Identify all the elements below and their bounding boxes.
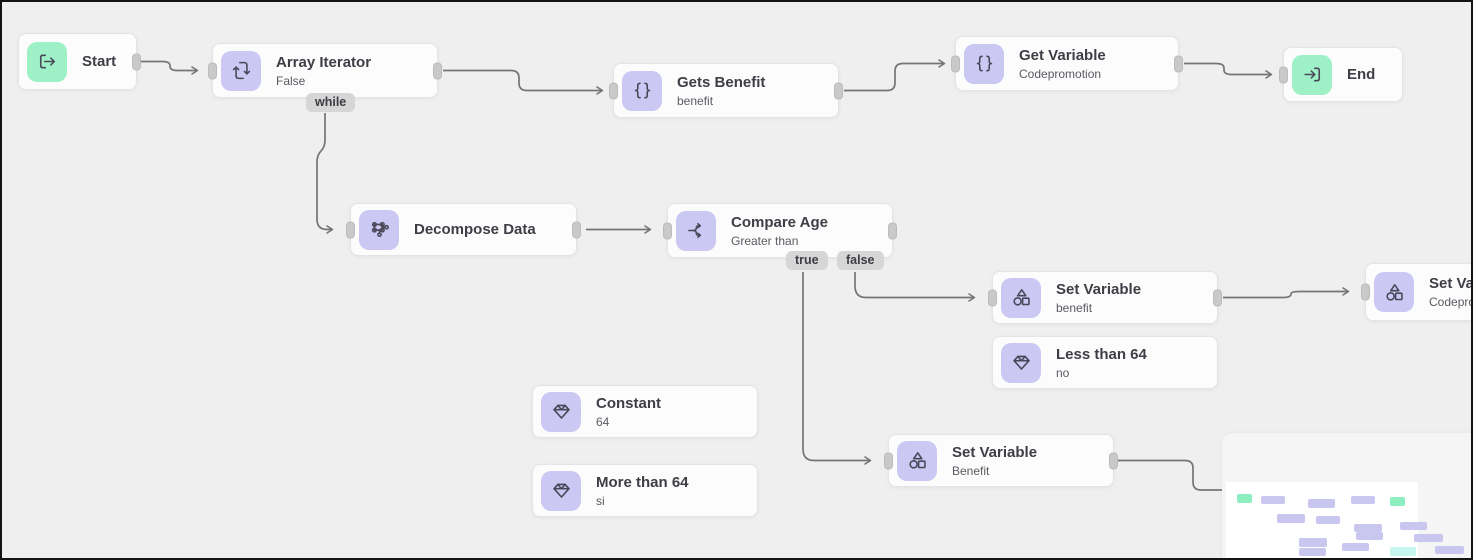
edge-while-decompose[interactable] — [316, 113, 334, 234]
source-handle[interactable] — [572, 221, 581, 238]
source-handle[interactable] — [1213, 289, 1222, 306]
node-set-variable-benefit-2[interactable]: Set Variable Benefit — [884, 434, 1118, 487]
minimap-node — [1390, 497, 1405, 506]
minimap[interactable] — [1222, 433, 1473, 560]
branch-icon — [676, 210, 716, 251]
node-set-variable-codepromotion[interactable]: Set Variable Codepromotion — [1361, 263, 1473, 321]
target-handle[interactable] — [988, 289, 997, 306]
minimap-node — [1400, 522, 1427, 530]
gem-icon — [1001, 342, 1041, 383]
minimap-node — [1316, 516, 1340, 524]
shapes-icon — [897, 440, 937, 481]
node-get-variable[interactable]: Get Variable Codepromotion — [951, 36, 1183, 91]
minimap-node — [1414, 534, 1443, 542]
node-subtitle: Benefit — [952, 463, 990, 478]
node-decompose-data[interactable]: Decompose Data — [346, 203, 581, 256]
braces-icon — [622, 70, 662, 111]
minimap-node — [1354, 524, 1382, 532]
minimap-node — [1237, 494, 1252, 503]
source-handle[interactable] — [1109, 452, 1118, 469]
node-less-than-64[interactable]: Less than 64 no — [992, 336, 1218, 389]
node-subtitle: 64 — [596, 414, 610, 429]
false-badge[interactable]: false — [837, 251, 884, 270]
node-title: Set Variable — [1056, 280, 1142, 298]
node-gets-benefit[interactable]: Gets Benefit benefit — [609, 63, 843, 118]
node-set-variable-benefit[interactable]: Set Variable benefit — [988, 271, 1222, 324]
node-subtitle: Codepromotion — [1019, 66, 1102, 81]
edge-false-setvariable[interactable] — [854, 272, 976, 302]
minimap-node — [1435, 546, 1464, 554]
gem-icon — [541, 391, 581, 432]
edge-getvariable-end[interactable] — [1184, 62, 1273, 79]
source-handle[interactable] — [888, 222, 897, 239]
target-handle[interactable] — [346, 221, 355, 238]
node-more-than-64[interactable]: More than 64 si — [532, 464, 758, 517]
decompose-icon — [359, 209, 399, 250]
true-badge[interactable]: true — [786, 251, 828, 270]
shapes-icon — [1374, 272, 1414, 312]
minimap-node — [1299, 548, 1326, 556]
node-title: Start — [82, 53, 117, 70]
source-handle[interactable] — [834, 82, 843, 99]
braces-icon — [964, 43, 1004, 84]
node-title: Set Variable — [952, 443, 1038, 461]
while-badge[interactable]: while — [306, 93, 356, 112]
node-subtitle: no — [1056, 365, 1070, 380]
minimap-node — [1390, 547, 1416, 556]
target-handle[interactable] — [663, 222, 672, 239]
node-compare-age[interactable]: Compare Age Greater than — [663, 203, 897, 258]
node-title: Set Variable — [1429, 275, 1473, 292]
start-icon — [27, 41, 67, 82]
node-subtitle: Greater than — [731, 233, 799, 248]
minimap-node — [1277, 514, 1305, 523]
node-subtitle: benefit — [1056, 300, 1093, 315]
target-handle[interactable] — [208, 62, 217, 79]
target-handle[interactable] — [884, 452, 893, 469]
node-subtitle: Codepromotion — [1429, 295, 1473, 309]
node-title: Less than 64 — [1056, 345, 1147, 363]
node-title: Gets Benefit — [677, 73, 766, 91]
source-handle[interactable] — [132, 53, 141, 70]
node-start[interactable]: Start — [18, 33, 141, 90]
edge-setvariable-codepromotion[interactable] — [1223, 287, 1350, 299]
edge-true-setvariable2[interactable] — [802, 272, 872, 465]
node-title: Get Variable — [1019, 46, 1106, 64]
node-title: Array Iterator — [276, 53, 372, 71]
target-handle[interactable] — [609, 82, 618, 99]
target-handle[interactable] — [1279, 66, 1288, 83]
gem-icon — [541, 470, 581, 511]
node-constant[interactable]: Constant 64 — [532, 385, 758, 438]
minimap-node — [1308, 499, 1335, 508]
shapes-icon — [1001, 277, 1041, 318]
source-handle[interactable] — [433, 62, 442, 79]
node-subtitle: si — [596, 493, 605, 508]
target-handle[interactable] — [951, 55, 960, 72]
source-handle[interactable] — [1174, 55, 1183, 72]
node-title: Compare Age — [731, 213, 828, 231]
minimap-node — [1356, 532, 1383, 540]
node-title: Constant — [596, 394, 661, 412]
node-array-iterator[interactable]: Array Iterator False — [208, 43, 442, 98]
minimap-node — [1351, 496, 1375, 504]
minimap-node — [1342, 543, 1369, 551]
loop-icon — [221, 50, 261, 91]
minimap-node — [1299, 538, 1327, 547]
node-subtitle: False — [276, 73, 306, 88]
edge-getsbenefit-getvariable[interactable] — [844, 59, 946, 92]
edge-start-arrayiterator[interactable] — [141, 60, 199, 75]
target-handle[interactable] — [1361, 283, 1370, 301]
node-title: End — [1347, 66, 1376, 83]
edge-setvariable2-offscreen[interactable] — [1118, 459, 1262, 491]
node-title: Decompose Data — [414, 221, 536, 238]
node-subtitle: benefit — [677, 93, 714, 108]
node-end[interactable]: End — [1279, 47, 1403, 102]
minimap-node — [1261, 496, 1285, 504]
node-title: More than 64 — [596, 473, 689, 491]
end-icon — [1292, 54, 1332, 95]
edge-arrayiterator-getsbenefit[interactable] — [443, 69, 604, 95]
